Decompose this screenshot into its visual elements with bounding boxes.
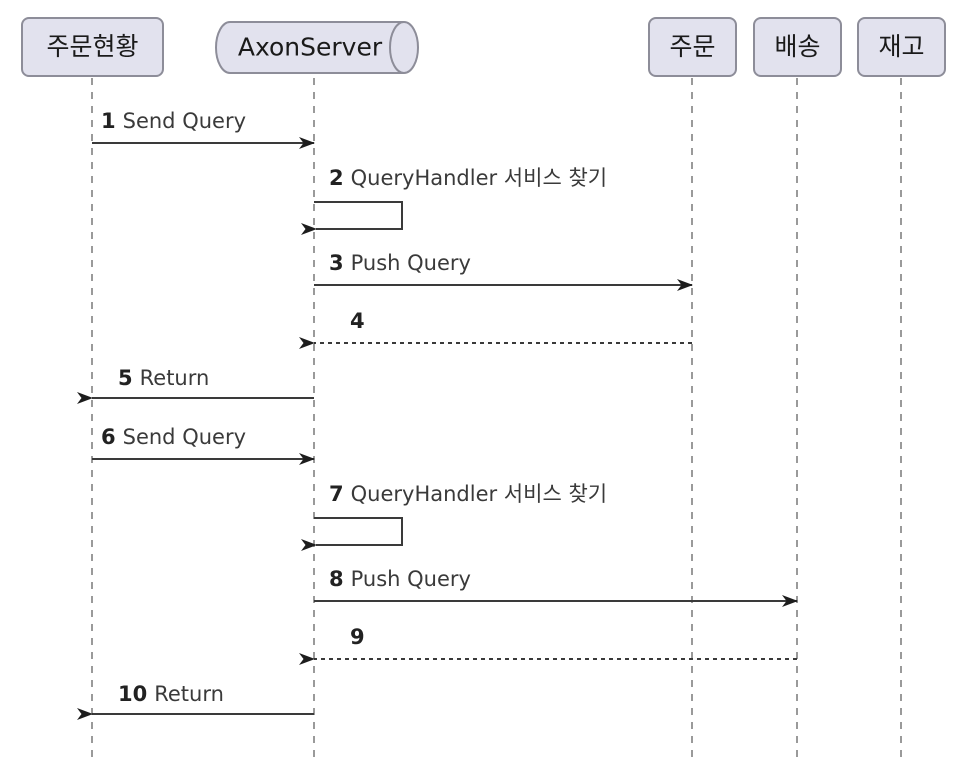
participant-label-inventory: 재고 xyxy=(878,32,924,61)
participant-delivery[interactable]: 배송 xyxy=(753,17,842,77)
participant-inventory[interactable]: 재고 xyxy=(857,17,946,77)
message-number-9: 9 xyxy=(350,625,365,649)
self-message-path-2 xyxy=(301,201,403,235)
participant-label-order-status: 주문현황 xyxy=(46,32,138,61)
message-text-8: Push Query xyxy=(351,567,471,591)
message-number-1: 1 xyxy=(101,109,116,133)
message-label-2: 2 QueryHandler 서비스 찾기 xyxy=(329,166,607,190)
participant-axon-server[interactable]: AxonServer xyxy=(215,21,419,74)
message-label-8: 8 Push Query xyxy=(329,567,471,591)
participant-order-status[interactable]: 주문현황 xyxy=(21,17,164,77)
message-number-3: 3 xyxy=(329,251,344,275)
message-2[interactable]: 2 QueryHandler 서비스 찾기 xyxy=(301,166,607,235)
message-4[interactable]: 4 xyxy=(299,309,692,349)
message-label-10: 10 Return xyxy=(118,682,224,706)
message-9[interactable]: 9 xyxy=(299,625,797,665)
lifelines-layer xyxy=(91,78,902,762)
message-label-9: 9 xyxy=(350,625,365,649)
message-label-3: 3 Push Query xyxy=(329,251,471,275)
message-label-1: 1 Send Query xyxy=(101,109,246,133)
participant-label-order: 주문 xyxy=(669,32,715,61)
message-number-4: 4 xyxy=(350,309,365,333)
message-10[interactable]: 10 Return xyxy=(77,682,314,720)
participant-order[interactable]: 주문 xyxy=(648,17,737,77)
message-number-2: 2 xyxy=(329,166,344,190)
participant-shape-inventory xyxy=(857,17,946,77)
message-number-8: 8 xyxy=(329,567,344,591)
participant-shape-order xyxy=(648,17,737,77)
message-label-6: 6 Send Query xyxy=(101,425,246,449)
participant-label-axon-server: AxonServer xyxy=(238,33,383,62)
message-number-5: 5 xyxy=(118,366,133,390)
participant-shape-delivery xyxy=(753,17,842,77)
message-7[interactable]: 7 QueryHandler 서비스 찾기 xyxy=(301,482,607,551)
message-text-7: QueryHandler 서비스 찾기 xyxy=(351,482,607,506)
message-number-6: 6 xyxy=(101,425,116,449)
message-number-10: 10 xyxy=(118,682,147,706)
participant-shape-order-status xyxy=(21,17,164,77)
message-label-4: 4 xyxy=(350,309,365,333)
message-label-5: 5 Return xyxy=(118,366,209,390)
participants-layer: 주문현황 AxonServer 주문 배송 재고 xyxy=(21,17,946,77)
message-1[interactable]: 1 Send Query xyxy=(92,109,315,149)
message-5[interactable]: 5 Return xyxy=(77,366,314,404)
message-6[interactable]: 6 Send Query xyxy=(92,425,315,465)
message-text-5: Return xyxy=(140,366,210,390)
message-text-1: Send Query xyxy=(123,109,246,133)
cylinder-cap-axon-server xyxy=(389,21,405,74)
message-label-7: 7 QueryHandler 서비스 찾기 xyxy=(329,482,607,506)
message-text-3: Push Query xyxy=(351,251,471,275)
participant-label-delivery: 배송 xyxy=(774,32,820,61)
message-number-7: 7 xyxy=(329,482,344,506)
message-text-6: Send Query xyxy=(123,425,246,449)
message-text-2: QueryHandler 서비스 찾기 xyxy=(351,166,607,190)
self-message-path-7 xyxy=(301,517,403,551)
message-8[interactable]: 8 Push Query xyxy=(314,567,798,607)
message-text-10: Return xyxy=(154,682,224,706)
message-3[interactable]: 3 Push Query xyxy=(314,251,693,291)
